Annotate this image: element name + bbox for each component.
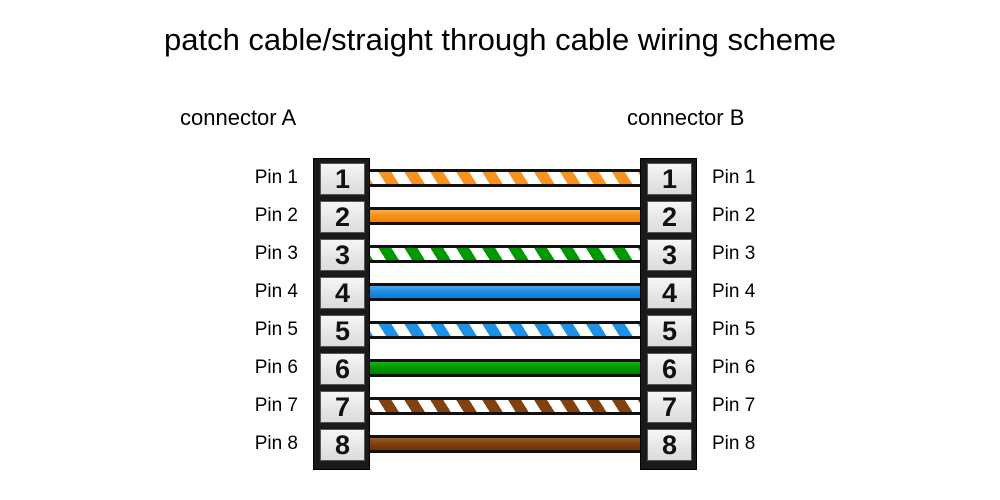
wire-fill-orange: [360, 210, 652, 222]
pin-label-b-4: Pin 4: [712, 281, 756, 302]
pin-cell-a-4[interactable]: 4: [320, 277, 365, 309]
pin-cell-b-5[interactable]: 5: [647, 315, 692, 347]
pin-cell-b-7[interactable]: 7: [647, 391, 692, 423]
pin-cell-a-8[interactable]: 8: [320, 429, 365, 461]
pin-cell-b-2[interactable]: 2: [647, 201, 692, 233]
wire-white-orange: [360, 169, 652, 187]
pin-cell-b-8[interactable]: 8: [647, 429, 692, 461]
connector-a-heading: connector A: [180, 105, 297, 130]
wire-fill-white-blue: [360, 324, 652, 336]
wire-fill-white-orange: [360, 172, 652, 184]
wire-fill-blue: [360, 286, 652, 298]
wire-white-brown: [360, 397, 652, 415]
wire-brown: [360, 435, 652, 453]
pin-label-b-3: Pin 3: [712, 243, 756, 264]
pin-label-a-2: Pin 2: [254, 205, 298, 226]
wire-orange: [360, 207, 652, 225]
pin-label-a-4: Pin 4: [254, 281, 298, 302]
pin-label-b-8: Pin 8: [712, 433, 756, 454]
pin-label-a-3: Pin 3: [254, 243, 298, 264]
pin-label-b-2: Pin 2: [712, 205, 756, 226]
pin-label-a-5: Pin 5: [254, 319, 298, 340]
wire-green: [360, 359, 652, 377]
pin-label-b-5: Pin 5: [712, 319, 756, 340]
wire-fill-brown: [360, 438, 652, 450]
pin-label-b-7: Pin 7: [712, 395, 756, 416]
pin-cell-a-1[interactable]: 1: [320, 163, 365, 195]
wire-white-blue: [360, 321, 652, 339]
wire-fill-green: [360, 362, 652, 374]
pin-cell-b-6[interactable]: 6: [647, 353, 692, 385]
connector-b-block: 1 2 3 4 5 6 7 8: [640, 158, 697, 470]
pin-label-b-6: Pin 6: [712, 357, 756, 378]
wire-white-green: [360, 245, 652, 263]
connector-a-block: 1 2 3 4 5 6 7 8: [313, 158, 370, 470]
pin-cell-a-7[interactable]: 7: [320, 391, 365, 423]
pin-label-a-1: Pin 1: [254, 167, 298, 188]
wire-blue: [360, 283, 652, 301]
pin-cell-b-4[interactable]: 4: [647, 277, 692, 309]
page-title: patch cable/straight through cable wirin…: [163, 22, 837, 57]
pin-cell-a-3[interactable]: 3: [320, 239, 365, 271]
pin-label-a-7: Pin 7: [254, 395, 298, 416]
pin-cell-a-2[interactable]: 2: [320, 201, 365, 233]
pin-cell-b-1[interactable]: 1: [647, 163, 692, 195]
pin-cell-b-3[interactable]: 3: [647, 239, 692, 271]
pin-label-a-6: Pin 6: [254, 357, 298, 378]
connector-b-heading: connector B: [627, 105, 745, 130]
pin-label-a-8: Pin 8: [254, 433, 298, 454]
wire-fill-white-green: [360, 248, 652, 260]
wire-fill-white-brown: [360, 400, 652, 412]
pin-cell-a-6[interactable]: 6: [320, 353, 365, 385]
pin-label-b-1: Pin 1: [712, 167, 756, 188]
pin-cell-a-5[interactable]: 5: [320, 315, 365, 347]
